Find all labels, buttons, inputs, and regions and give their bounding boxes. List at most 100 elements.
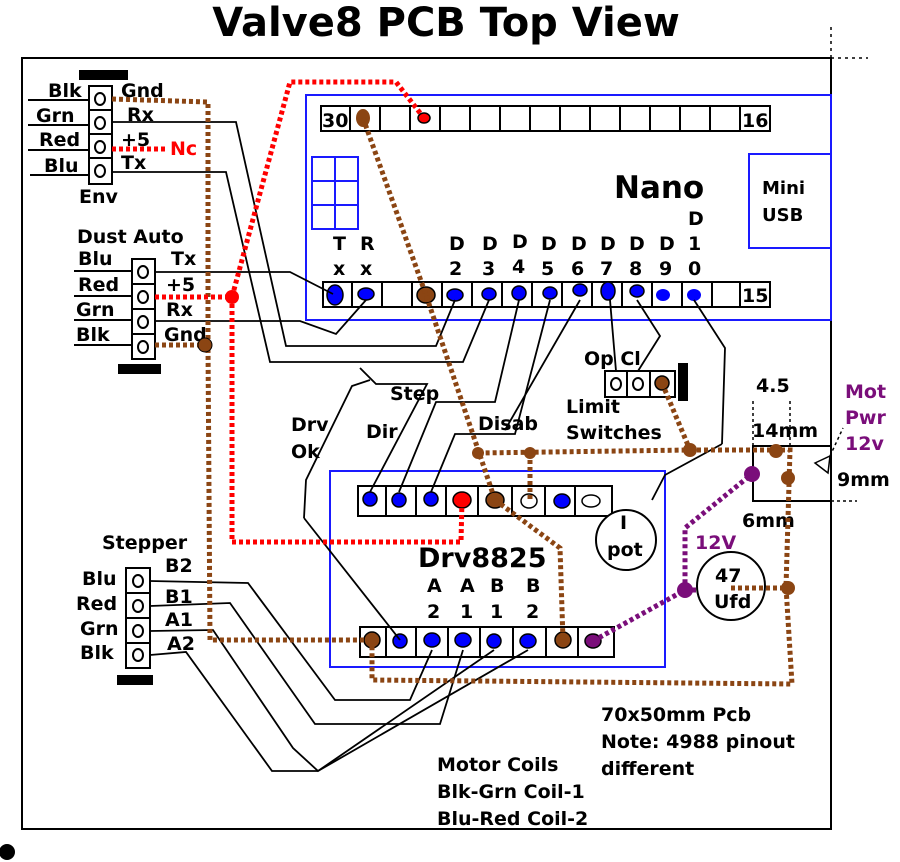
gnd-node-4 — [683, 443, 697, 457]
nano-rx-label-1: R — [360, 233, 375, 255]
env-wire-blu: Blu — [44, 155, 79, 177]
limit-label-2: Switches — [566, 422, 662, 444]
mini-usb-label-2: USB — [762, 205, 803, 226]
power-5v-traces — [112, 79, 465, 545]
stepper-bar — [117, 675, 153, 685]
nano-d9-2: 9 — [659, 258, 672, 280]
mot-pwr-3: 12v — [845, 433, 884, 455]
dust-connector — [131, 258, 156, 360]
nano-d6-1: D — [571, 233, 587, 255]
drv-b2-2: 2 — [526, 601, 539, 623]
step-label: Step — [390, 383, 439, 405]
dim-14mm: 14mm — [752, 420, 818, 442]
drv-b1-2: 1 — [490, 601, 503, 623]
signal-wires — [112, 121, 726, 773]
stepper-wire-blk: Blk — [80, 642, 114, 664]
mini-usb-box — [748, 153, 832, 249]
mot-pwr-1: Mot — [845, 381, 886, 403]
12v-node-1 — [744, 466, 760, 482]
pot-label-2: pot — [607, 539, 643, 561]
nano-bottom-header — [322, 281, 771, 308]
nano-d6-2: 6 — [571, 258, 584, 280]
nano-d4-2: 4 — [512, 256, 525, 278]
nano-d10-2: 1 — [688, 233, 701, 255]
env-pin-5v: +5 — [121, 129, 150, 151]
gnd-node-1 — [197, 337, 213, 353]
stepper-pin-b1: B1 — [165, 586, 193, 608]
nano-d4-1: D — [512, 231, 528, 253]
env-pin-gnd: Gnd — [121, 80, 164, 102]
env-wire-blk: Blk — [48, 80, 82, 102]
nano-d5-1: D — [541, 233, 557, 255]
dim-45: 4.5 — [756, 375, 790, 397]
nano-d3-2: 3 — [482, 258, 495, 280]
nano-d2-2: 2 — [449, 258, 462, 280]
drv-a1-1: A — [460, 575, 475, 597]
drv-ok-label-2: Ok — [291, 441, 320, 463]
env-wire-grn: Grn — [36, 105, 75, 127]
stepper-connector — [125, 567, 151, 669]
pcb-outline — [21, 57, 832, 830]
env-connector — [88, 85, 113, 185]
nano-grid — [311, 156, 359, 230]
nano-pin-16: 16 — [742, 110, 768, 132]
nano-d8-2: 8 — [629, 258, 642, 280]
drv-top-header — [357, 485, 613, 517]
dust-bar — [118, 364, 161, 374]
pot-label-1: I — [620, 512, 627, 534]
drv-a1-2: 1 — [460, 601, 473, 623]
dust-auto-label: Dust Auto — [77, 226, 184, 248]
nano-label: Nano — [614, 170, 704, 206]
drv-ok-label-1: Drv — [291, 414, 329, 436]
nano-d5-2: 5 — [541, 258, 554, 280]
12v-node-2 — [677, 582, 693, 598]
nano-tx-label-1: T — [333, 233, 346, 255]
limit-label-1: Limit — [566, 396, 620, 418]
gnd-node-6 — [781, 471, 795, 485]
stepper-wire-blu: Blu — [82, 568, 117, 590]
drv-b2-1: B — [526, 575, 540, 597]
drv-a2-1: A — [427, 575, 442, 597]
nano-d2-1: D — [449, 233, 465, 255]
nano-bottom-pins — [326, 281, 701, 306]
coils-note-3: Blu-Red Coil-2 — [437, 808, 588, 830]
env-pin-rx: Rx — [127, 104, 154, 126]
gnd-node-7 — [781, 581, 795, 595]
gnd-node-2 — [472, 447, 484, 459]
nano-d10-3: 0 — [688, 258, 701, 280]
dim-6mm: 6mm — [742, 510, 795, 532]
nano-d7-2: 7 — [600, 258, 613, 280]
nano-pin-15: 15 — [742, 285, 768, 307]
mini-usb-label-1: Mini — [762, 178, 805, 199]
cap-label-2: Ufd — [714, 591, 751, 613]
gnd-node-5 — [769, 444, 783, 458]
gnd-node-3 — [524, 447, 536, 459]
nano-d3-1: D — [482, 233, 498, 255]
nano-d8-1: D — [629, 233, 645, 255]
diagram-title: Valve8 PCB Top View — [212, 0, 680, 46]
stepper-wire-red: Red — [76, 593, 117, 615]
stepper-pin-a1: A1 — [165, 609, 193, 631]
dust-wire-blk: Blk — [76, 324, 110, 346]
nano-top-header — [320, 105, 771, 132]
dust-pin-rx: Rx — [166, 299, 193, 321]
mot-pwr-2: Pwr — [845, 407, 886, 429]
env-nc-label: Nc — [170, 138, 197, 160]
nano-tx-label-2: x — [333, 258, 345, 280]
5v-node — [225, 290, 239, 304]
limit-bar — [678, 363, 688, 401]
stepper-pin-a2: A2 — [167, 633, 195, 655]
pcb-note-3: different — [601, 758, 694, 780]
drv-a2-2: 2 — [427, 601, 440, 623]
dust-wire-blu: Blu — [78, 248, 113, 270]
env-bar — [79, 70, 128, 80]
dim-9mm: 9mm — [837, 469, 890, 491]
dust-wire-grn: Grn — [76, 299, 115, 321]
op-cl-label: Op Cl — [584, 348, 641, 370]
dust-pin-tx: Tx — [171, 248, 196, 270]
coils-note-2: Blk-Grn Coil-1 — [437, 781, 585, 803]
pcb-note-2: Note: 4988 pinout — [601, 731, 795, 753]
nano-d7-1: D — [600, 233, 616, 255]
pot-circle — [595, 509, 657, 571]
pcb-note-1: 70x50mm Pcb — [601, 704, 751, 726]
